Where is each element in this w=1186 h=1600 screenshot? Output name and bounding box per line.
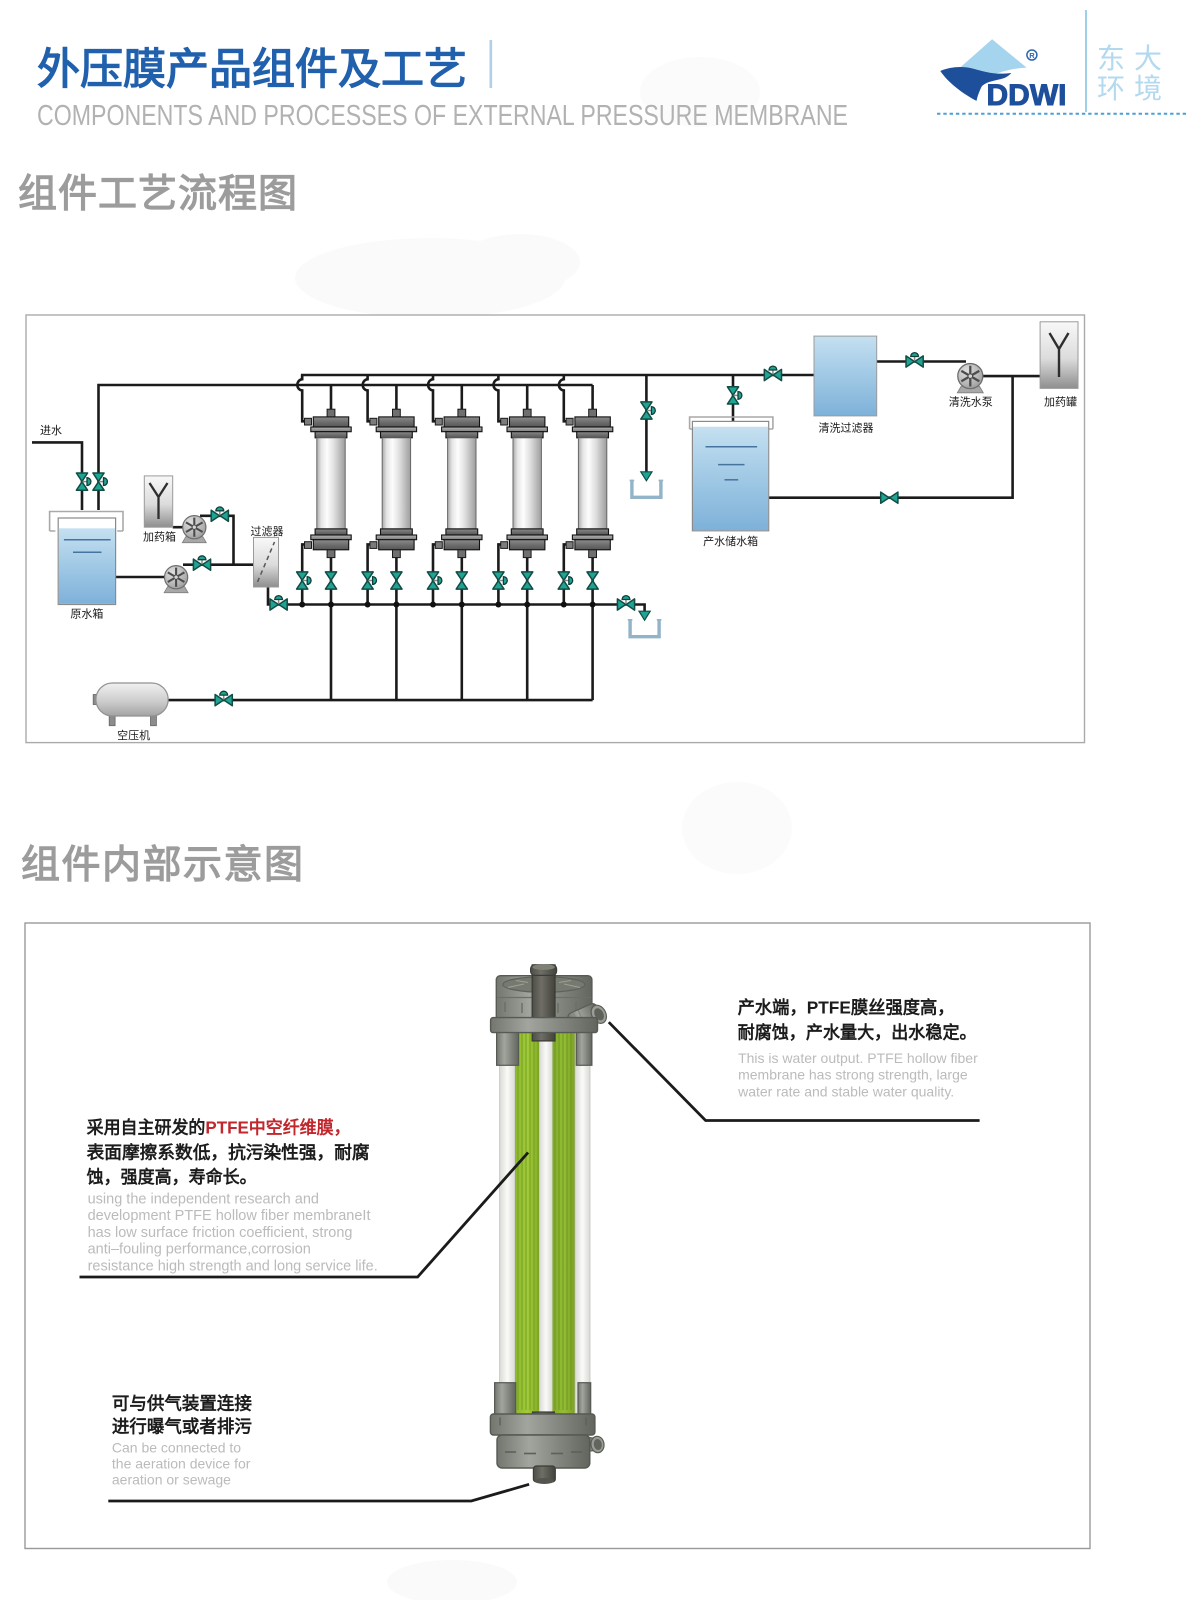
svg-text:采用自主研发的PTFE中空纤维膜，: 采用自主研发的PTFE中空纤维膜，	[86, 1118, 351, 1138]
svg-text:the aeration device for: the aeration device for	[112, 1456, 251, 1472]
svg-text:Can be connected to: Can be connected to	[112, 1440, 241, 1456]
svg-text:using the independent research: using the independent research and	[88, 1192, 319, 1208]
svg-text:外压膜产品组件及工艺: 外压膜产品组件及工艺	[37, 46, 467, 94]
svg-text:可与供气装置连接: 可与供气装置连接	[112, 1394, 252, 1414]
svg-text:蚀，强度高，寿命长。: 蚀，强度高，寿命长。	[86, 1167, 257, 1187]
svg-text:加药箱: 加药箱	[143, 530, 176, 544]
svg-text:anti–fouling performance,corro: anti–fouling performance,corrosion	[88, 1242, 311, 1258]
svg-text:进行曝气或者排污: 进行曝气或者排污	[112, 1417, 252, 1437]
svg-text:has low surface friction coeff: has low surface friction coefficient, st…	[88, 1225, 353, 1241]
svg-text:COMPONENTS AND PROCESSES OF EX: COMPONENTS AND PROCESSES OF EXTERNAL PRE…	[37, 100, 848, 132]
svg-text:DDWI: DDWI	[987, 79, 1067, 112]
svg-text:membrane has strong strength,: membrane has strong strength, large	[738, 1067, 968, 1083]
svg-text:进水: 进水	[40, 424, 62, 437]
svg-text:耐腐蚀，产水量大，出水稳定。: 耐腐蚀，产水量大，出水稳定。	[738, 1023, 977, 1043]
svg-text:This is water output. PTFE hol: This is water output. PTFE hollow fiber	[738, 1050, 978, 1066]
svg-text:R: R	[1029, 51, 1035, 60]
svg-text:water rate and stable water qu: water rate and stable water quality.	[737, 1083, 954, 1099]
svg-text:空压机: 空压机	[117, 728, 150, 742]
svg-text:development PTFE hollow fiber: development PTFE hollow fiber membraneIt	[88, 1208, 371, 1224]
svg-text:resistance high strength and l: resistance high strength and long servic…	[88, 1258, 378, 1274]
svg-text:环境: 环境	[1097, 73, 1162, 104]
svg-text:加药罐: 加药罐	[1044, 396, 1077, 409]
svg-text:aeration or sewage: aeration or sewage	[112, 1472, 231, 1488]
svg-text:产水储水箱: 产水储水箱	[703, 534, 758, 548]
svg-text:东大: 东大	[1097, 43, 1162, 74]
svg-text:表面摩擦系数低，抗污染性强，耐腐: 表面摩擦系数低，抗污染性强，耐腐	[87, 1142, 370, 1162]
svg-text:清洗水泵: 清洗水泵	[949, 396, 993, 409]
svg-text:组件内部示意图: 组件内部示意图	[21, 844, 305, 887]
svg-text:产水端，PTFE膜丝强度高，: 产水端，PTFE膜丝强度高，	[738, 998, 955, 1018]
svg-text:清洗过滤器: 清洗过滤器	[819, 422, 874, 435]
svg-text:组件工艺流程图: 组件工艺流程图	[18, 173, 298, 216]
svg-text:原水箱: 原水箱	[70, 607, 103, 621]
svg-text:过滤器: 过滤器	[251, 525, 284, 538]
